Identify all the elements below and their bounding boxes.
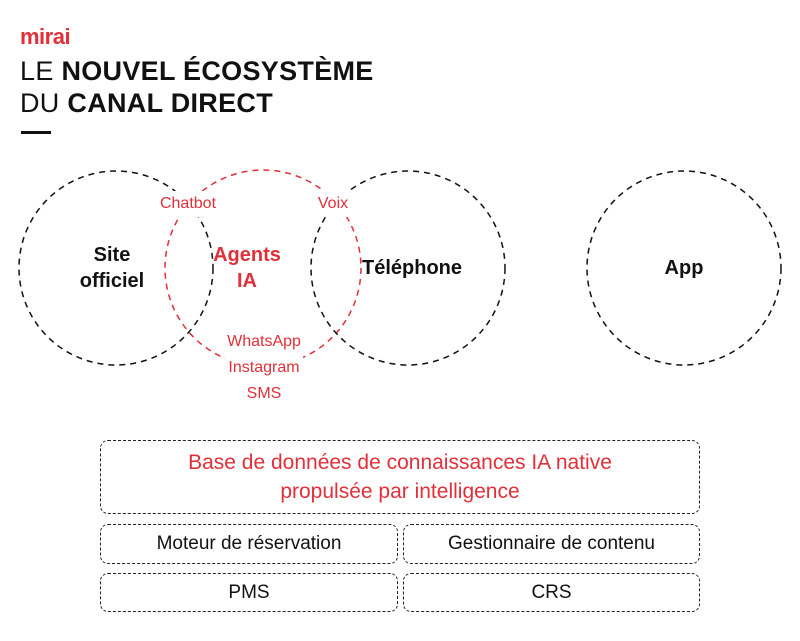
- label-telephone: Téléphone: [361, 257, 463, 279]
- kb-line: propulsée par intelligence: [280, 480, 520, 503]
- title-underline: [21, 131, 51, 134]
- kb-line: Base de données de connaissances IA nati…: [188, 451, 612, 474]
- label-instagram: Instagram: [228, 359, 300, 376]
- label-site-officiel: Site officiel: [80, 242, 144, 294]
- label-app: App: [664, 257, 704, 279]
- page-title: LE NOUVEL ÉCOSYSTÈME DU CANAL DIRECT: [20, 55, 374, 119]
- cms-box: Gestionnaire de contenu: [403, 524, 700, 564]
- booking-engine-box: Moteur de réservation: [100, 524, 398, 564]
- label-sms: SMS: [246, 385, 282, 402]
- title-bold: CANAL DIRECT: [67, 88, 274, 118]
- circle-agents-ia: [164, 169, 362, 367]
- label-chatbot: Chatbot: [157, 191, 219, 217]
- label-line: Site: [93, 244, 131, 266]
- circle-telephone: [310, 170, 506, 366]
- circle-app: [586, 170, 782, 366]
- label-line: IA: [236, 270, 257, 292]
- pms-box: PMS: [100, 573, 398, 612]
- label-messaging: WhatsApp Instagram SMS: [225, 329, 303, 407]
- mirai-logo: mirai: [20, 24, 71, 49]
- knowledge-base-box: Base de données de connaissances IA nati…: [100, 440, 700, 514]
- label-line: Agents: [213, 244, 281, 266]
- label-whatsapp: WhatsApp: [227, 333, 301, 350]
- label-line: officiel: [79, 270, 145, 292]
- label-agents-ia: Agents IA: [213, 242, 281, 294]
- circle-site-officiel: [18, 170, 214, 366]
- title-light: LE: [20, 56, 62, 86]
- label-voix: Voix: [315, 191, 351, 217]
- title-bold: NOUVEL ÉCOSYSTÈME: [61, 56, 374, 86]
- crs-box: CRS: [403, 573, 700, 612]
- title-light: DU: [20, 88, 68, 118]
